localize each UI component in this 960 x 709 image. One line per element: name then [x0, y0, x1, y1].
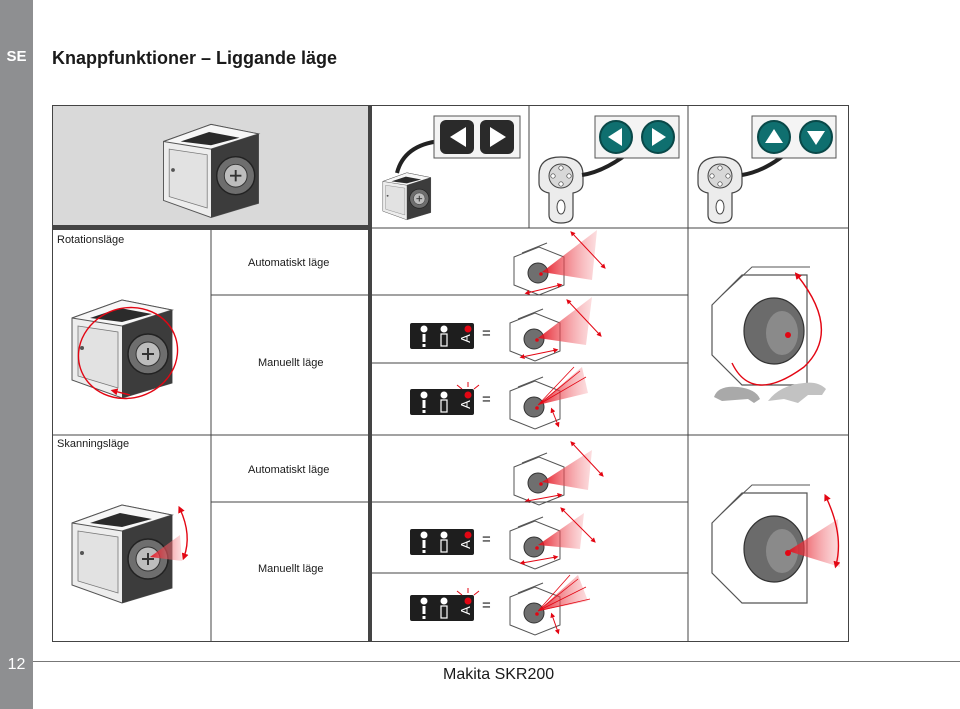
- led-letter: A: [457, 540, 473, 549]
- turtle-icon: [714, 386, 760, 403]
- page-number: 12: [7, 656, 26, 673]
- mode-label-rotation: Rotationsläge: [57, 234, 125, 246]
- footer-divider: [33, 661, 960, 662]
- led-letter: A: [457, 606, 473, 615]
- mode-label-scanning: Skanningsläge: [57, 438, 130, 450]
- equals-sign: =: [482, 325, 491, 342]
- language-tab: SE: [6, 48, 27, 65]
- beam-head: [509, 376, 561, 430]
- equals-sign: =: [482, 597, 491, 614]
- beam-head-closeup: [711, 266, 811, 386]
- footer-model: Makita SKR200: [443, 666, 555, 683]
- equals-sign: =: [482, 391, 491, 408]
- manual-mode-label: Manuellt läge: [258, 563, 324, 575]
- function-table: Rotationsläge Automatiskt läge Manuellt …: [52, 105, 849, 642]
- manual-mode-label: Manuellt läge: [258, 357, 324, 369]
- remote-control-icon: [697, 156, 743, 224]
- table-graphics: [52, 105, 849, 642]
- page-title: Knappfunktioner – Liggande läge: [52, 48, 338, 68]
- beam-head: [509, 582, 561, 636]
- remote-control-icon: [538, 156, 584, 224]
- hare-icon: [768, 382, 826, 403]
- auto-mode-label: Automatiskt läge: [248, 257, 330, 269]
- beam-head-closeup: [711, 484, 811, 604]
- auto-mode-label: Automatiskt läge: [248, 464, 330, 476]
- equals-sign: =: [482, 531, 491, 548]
- led-letter: A: [457, 400, 473, 409]
- laser-device-icon: [382, 172, 432, 221]
- side-bar: [0, 0, 33, 709]
- led-letter: A: [457, 334, 473, 343]
- laser-device-icon: [162, 123, 260, 219]
